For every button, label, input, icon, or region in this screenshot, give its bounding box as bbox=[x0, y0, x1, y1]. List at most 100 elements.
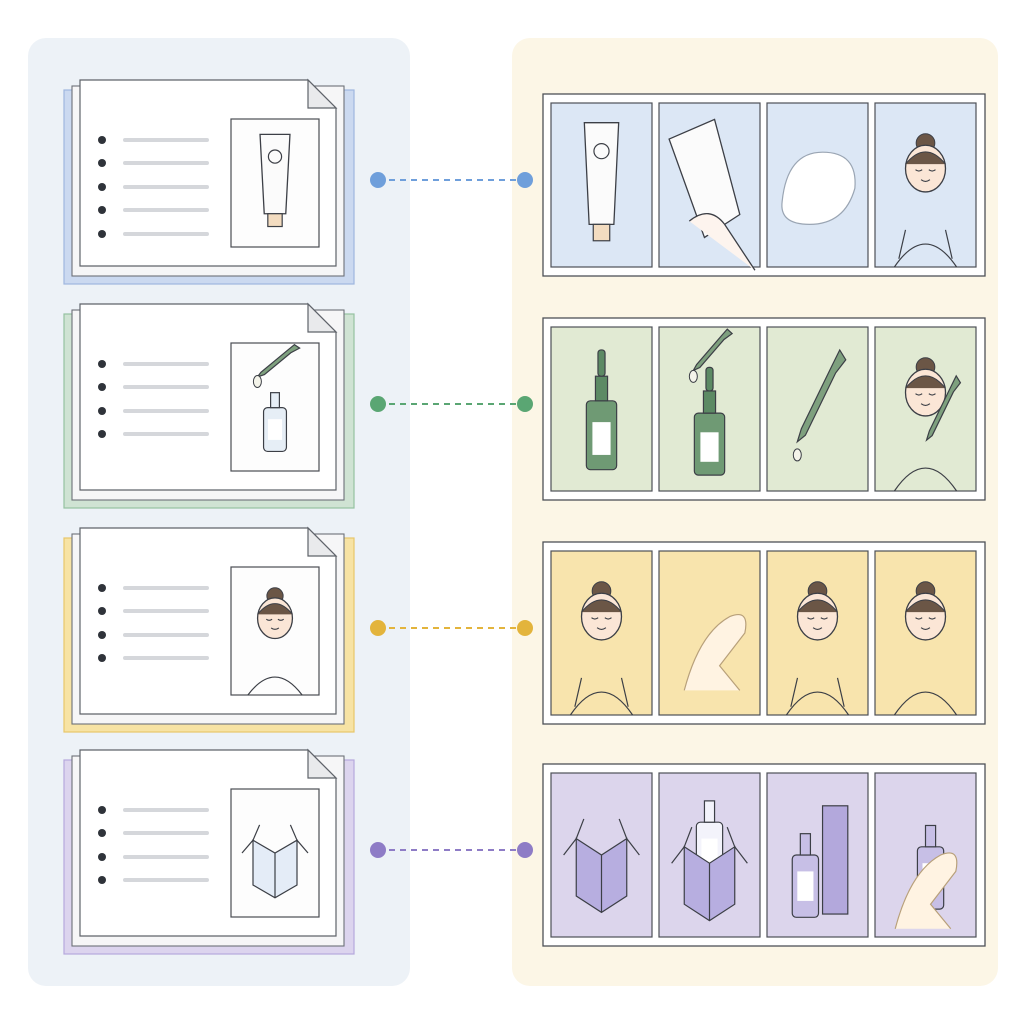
face-hands-icon bbox=[785, 581, 850, 716]
bullet-dot bbox=[98, 229, 106, 238]
cream-swatch-icon bbox=[781, 151, 856, 225]
spec-document-cleanser bbox=[63, 78, 355, 285]
storyboard-strip-serum bbox=[542, 317, 986, 501]
face-hands-icon bbox=[569, 581, 634, 716]
storyboard-panel-4 bbox=[874, 772, 977, 938]
open-box-icon bbox=[563, 818, 640, 914]
connector-dot-end bbox=[517, 620, 533, 636]
storyboard-panel-2 bbox=[658, 326, 761, 492]
bullet-dot bbox=[98, 829, 106, 838]
list-item-text bbox=[123, 585, 209, 590]
list-item-text bbox=[123, 656, 209, 661]
tube-icon bbox=[583, 122, 620, 242]
list-item bbox=[98, 222, 216, 246]
spec-document-moisturizer bbox=[63, 526, 355, 733]
bullet-dot bbox=[98, 383, 106, 392]
face-smile-icon bbox=[893, 581, 958, 716]
connector-dot-start bbox=[370, 172, 386, 188]
storyboard-panel-3 bbox=[766, 102, 869, 268]
connector-dot-end bbox=[517, 396, 533, 412]
storyboard-panel-1 bbox=[550, 772, 653, 938]
storyboard-panel-4 bbox=[874, 550, 977, 716]
list-item bbox=[98, 352, 216, 376]
connector-packaging bbox=[370, 842, 533, 858]
face-icon bbox=[247, 587, 303, 696]
list-item-text bbox=[123, 632, 209, 637]
bullet-dot bbox=[98, 182, 106, 191]
dropper-drip-icon bbox=[688, 328, 734, 476]
list-item bbox=[98, 128, 216, 152]
storyboard-panel-3 bbox=[766, 326, 869, 492]
step-row-moisturizer bbox=[0, 524, 1024, 744]
bullet-dot bbox=[98, 430, 106, 439]
list-item bbox=[98, 576, 216, 600]
list-item bbox=[98, 798, 216, 822]
bullet-list bbox=[98, 352, 216, 446]
list-item bbox=[98, 175, 216, 199]
list-item-text bbox=[123, 208, 209, 213]
list-item bbox=[98, 600, 216, 624]
list-item bbox=[98, 199, 216, 223]
storyboard-panel-2 bbox=[658, 772, 761, 938]
storyboard-panel-4 bbox=[874, 326, 977, 492]
list-item-text bbox=[123, 432, 209, 437]
bullet-dot bbox=[98, 135, 106, 144]
list-item-text bbox=[123, 854, 209, 859]
list-item-text bbox=[123, 878, 209, 883]
hand-cream-icon bbox=[683, 613, 747, 691]
storyboard-panel-1 bbox=[550, 102, 653, 268]
list-item-text bbox=[123, 807, 209, 812]
storyboard-panel-3 bbox=[766, 772, 869, 938]
bullet-dot bbox=[98, 607, 106, 616]
dropper-bottle-icon bbox=[252, 343, 301, 453]
spec-document-packaging bbox=[63, 748, 355, 955]
bullet-dot bbox=[98, 876, 106, 885]
list-item bbox=[98, 869, 216, 893]
face-touching-icon bbox=[893, 133, 958, 268]
list-item-text bbox=[123, 385, 209, 390]
bullet-dot bbox=[98, 406, 106, 415]
storyboard-strip-moisturizer bbox=[542, 541, 986, 725]
storyboard-panel-4 bbox=[874, 102, 977, 268]
connector-dot-end bbox=[517, 842, 533, 858]
list-item-text bbox=[123, 161, 209, 166]
connector-dot-start bbox=[370, 842, 386, 858]
list-item bbox=[98, 623, 216, 647]
list-item-text bbox=[123, 231, 209, 236]
bullet-dot bbox=[98, 583, 106, 592]
connector-serum bbox=[370, 396, 533, 412]
list-item bbox=[98, 822, 216, 846]
list-item bbox=[98, 845, 216, 869]
spec-document-serum bbox=[63, 302, 355, 509]
connector-dot-end bbox=[517, 172, 533, 188]
connector-dot-start bbox=[370, 396, 386, 412]
page-fold-corner bbox=[307, 78, 338, 109]
list-item-text bbox=[123, 184, 209, 189]
storyboard-panel-1 bbox=[550, 326, 653, 492]
step-row-packaging bbox=[0, 746, 1024, 966]
bullet-list bbox=[98, 576, 216, 670]
list-item-text bbox=[123, 408, 209, 413]
bullet-list bbox=[98, 798, 216, 892]
bottle-carton-icon bbox=[791, 805, 849, 918]
bullet-dot bbox=[98, 630, 106, 639]
dropper-icon bbox=[792, 348, 847, 462]
dropper-bottle-icon bbox=[585, 349, 618, 471]
list-item bbox=[98, 399, 216, 423]
storyboard-strip-packaging bbox=[542, 763, 986, 947]
list-item-text bbox=[123, 831, 209, 836]
storyboard-panel-1 bbox=[550, 550, 653, 716]
bullet-dot bbox=[98, 359, 106, 368]
hand-bottle-icon bbox=[894, 824, 958, 930]
list-item-text bbox=[123, 361, 209, 366]
storyboard-strip-cleanser bbox=[542, 93, 986, 277]
list-item bbox=[98, 376, 216, 400]
bullet-dot bbox=[98, 852, 106, 861]
list-item bbox=[98, 647, 216, 671]
page-fold-corner bbox=[307, 526, 338, 557]
list-item-text bbox=[123, 609, 209, 614]
bullet-list bbox=[98, 128, 216, 246]
panel-background bbox=[766, 772, 869, 938]
list-item bbox=[98, 423, 216, 447]
page-fold-corner bbox=[307, 748, 338, 779]
